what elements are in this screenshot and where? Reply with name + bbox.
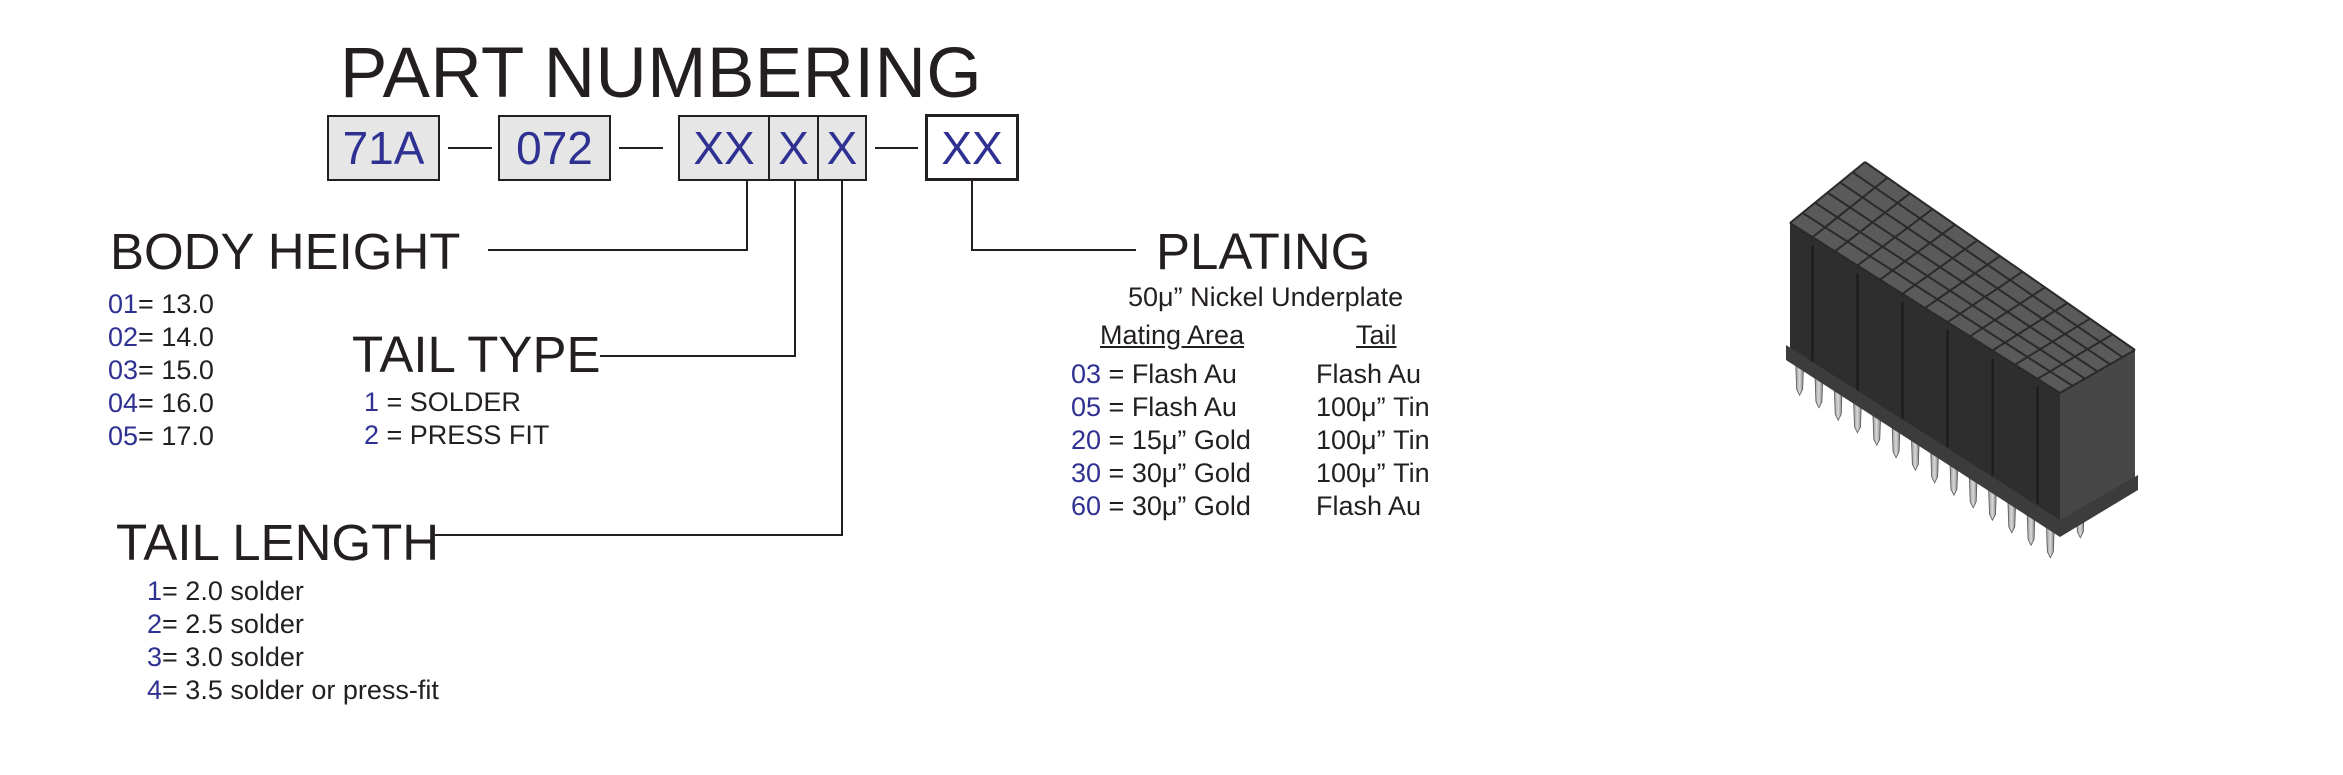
separator-dash bbox=[875, 147, 918, 149]
plating-heading: PLATING bbox=[1156, 223, 1371, 280]
body-height-options: 01= 13.0 02= 14.0 03= 15.0 04= 16.0 05= … bbox=[108, 288, 214, 453]
grid-line bbox=[1839, 181, 2111, 366]
segment-positions: 072 bbox=[498, 115, 611, 181]
grid-line bbox=[1814, 201, 2086, 380]
list-item: 03 = Flash Au bbox=[1071, 359, 1237, 389]
grid-line bbox=[1826, 191, 2099, 373]
page-title: PART NUMBERING bbox=[340, 34, 983, 113]
list-item: 4= 3.5 solder or press-fit bbox=[147, 675, 439, 705]
tail-length-heading: TAIL LENGTH bbox=[116, 514, 440, 571]
list-item: 2 = PRESS FIT bbox=[364, 420, 550, 450]
segment-plating: XX bbox=[925, 114, 1019, 181]
plating-subheading: 50μ” Nickel Underplate bbox=[1128, 282, 1404, 312]
column-header-tail: Tail bbox=[1356, 320, 1397, 350]
list-item: 2= 2.5 solder bbox=[147, 609, 304, 639]
segment-tail-length: X bbox=[817, 115, 867, 181]
list-item: 3= 3.0 solder bbox=[147, 642, 304, 672]
list-item: 30 = 30μ” Gold bbox=[1071, 458, 1251, 488]
segment-series: 71A bbox=[327, 115, 440, 181]
leader-line-tail-length bbox=[841, 181, 843, 536]
list-item: 100μ” Tin bbox=[1316, 392, 1430, 422]
list-item: Flash Au bbox=[1316, 359, 1422, 389]
leader-line-body-height bbox=[746, 181, 748, 251]
column-header-mating-area: Mating Area bbox=[1100, 320, 1245, 350]
segment-tail-type: X bbox=[768, 115, 819, 181]
grid-line bbox=[1801, 211, 2074, 387]
body-height-heading: BODY HEIGHT bbox=[110, 223, 461, 280]
connector-illustration bbox=[1786, 161, 2138, 559]
list-item: 1= 2.0 solder bbox=[147, 576, 304, 606]
list-item: Flash Au bbox=[1316, 491, 1422, 521]
separator-dash bbox=[448, 147, 492, 149]
list-item: 02= 14.0 bbox=[108, 322, 214, 352]
leader-line-plating bbox=[971, 249, 1136, 251]
leader-line-body-height bbox=[488, 249, 748, 251]
connector-ridges bbox=[1811, 245, 2039, 504]
grid-line bbox=[1789, 222, 2061, 394]
leader-line-tail-type bbox=[600, 355, 796, 357]
list-item: 05= 17.0 bbox=[108, 421, 214, 451]
list-item: 100μ” Tin bbox=[1316, 458, 1430, 488]
list-item: 05 = Flash Au bbox=[1071, 392, 1237, 422]
connector-contact-grid bbox=[1789, 161, 2136, 394]
tail-type-options: 1 = SOLDER 2 = PRESS FIT bbox=[364, 386, 549, 452]
separator-dash bbox=[619, 147, 663, 149]
leader-line-tail-type bbox=[794, 181, 796, 357]
plating-tail-options: Flash Au 100μ” Tin 100μ” Tin 100μ” Tin F… bbox=[1316, 358, 1430, 523]
list-item: 04= 16.0 bbox=[108, 388, 214, 418]
grid-line bbox=[1864, 161, 2136, 351]
list-item: 1 = SOLDER bbox=[364, 387, 521, 417]
tail-type-heading: TAIL TYPE bbox=[352, 326, 601, 383]
tail-length-options: 1= 2.0 solder 2= 2.5 solder 3= 3.0 solde… bbox=[147, 575, 439, 707]
list-item: 60 = 30μ” Gold bbox=[1071, 491, 1251, 521]
leader-line-tail-length bbox=[435, 534, 843, 536]
list-item: 100μ” Tin bbox=[1316, 425, 1430, 455]
leader-line-plating bbox=[971, 181, 973, 251]
list-item: 01= 13.0 bbox=[108, 289, 214, 319]
segment-body-height: XX bbox=[678, 115, 770, 181]
grid-line bbox=[1851, 171, 2124, 358]
list-item: 20 = 15μ” Gold bbox=[1071, 425, 1251, 455]
connector-right-face bbox=[2060, 350, 2135, 530]
list-item: 03= 15.0 bbox=[108, 355, 214, 385]
plating-mating-options: 03 = Flash Au 05 = Flash Au 20 = 15μ” Go… bbox=[1071, 358, 1251, 523]
